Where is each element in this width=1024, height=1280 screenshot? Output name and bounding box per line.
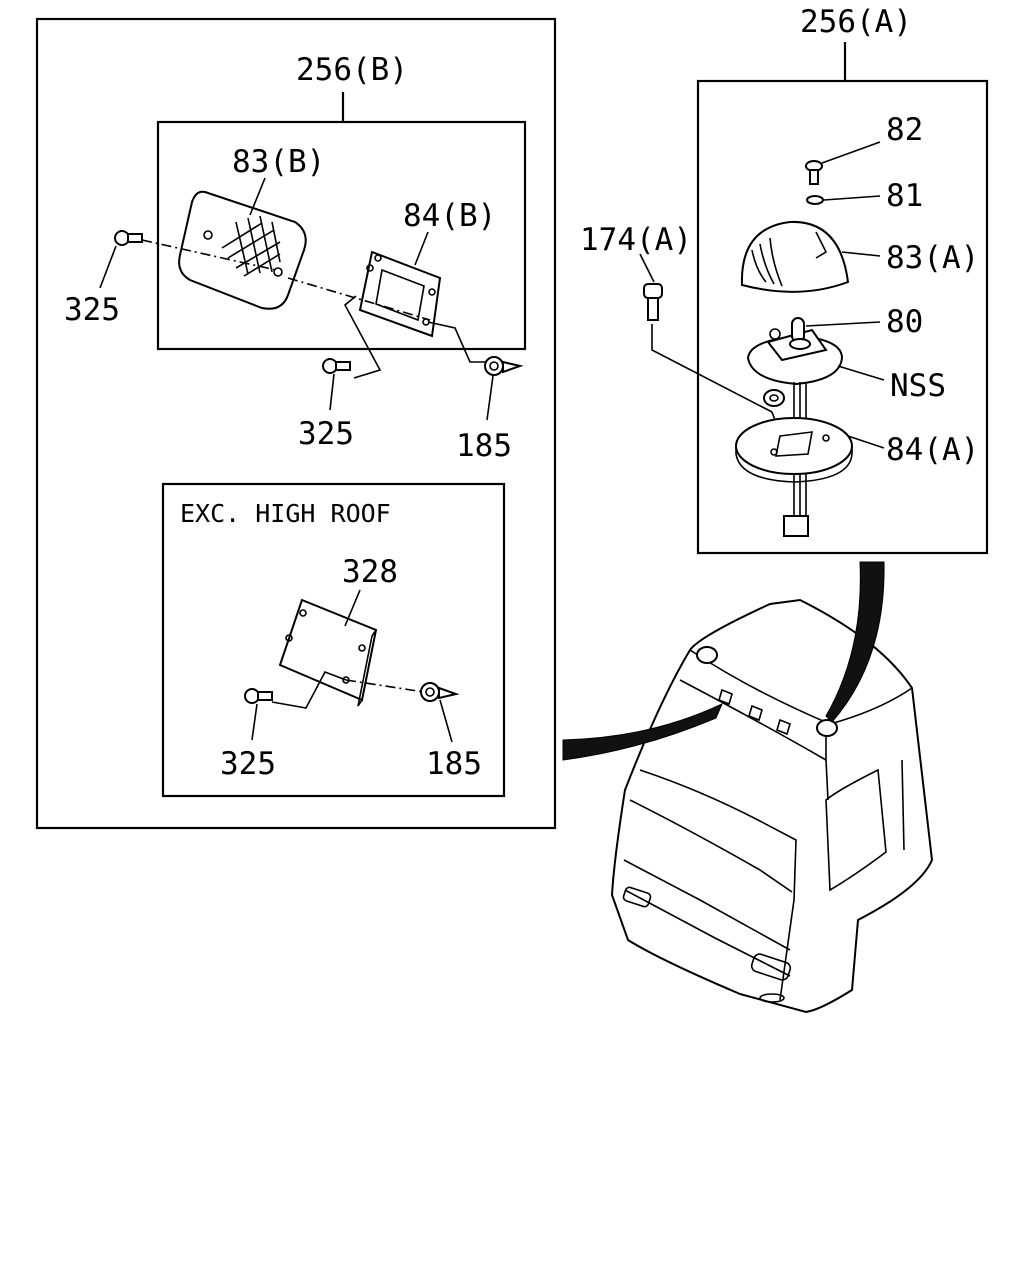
screw-325-left — [114, 230, 143, 246]
callout-83b: 83(B) — [232, 144, 325, 180]
callout-328: 328 — [342, 554, 398, 590]
bracket-84b — [358, 250, 442, 338]
leader-83b — [249, 177, 266, 216]
callout-256b: 256(B) — [296, 52, 408, 88]
callout-84b: 84(B) — [403, 198, 496, 234]
leader-81 — [823, 195, 881, 201]
callout-185-top: 185 — [456, 428, 512, 464]
screw-325-mid — [322, 358, 351, 374]
panel-256a-frame — [696, 79, 989, 555]
path-174a — [651, 324, 773, 413]
leader-84b — [414, 231, 429, 266]
truck-cab — [610, 598, 934, 1014]
leader-83a — [841, 251, 881, 257]
clip-185-bottom — [420, 682, 460, 702]
callout-174a: 174(A) — [580, 222, 692, 258]
clip-path-line — [427, 321, 488, 363]
clip-185-top — [484, 356, 524, 376]
leader-nss — [837, 365, 885, 381]
base-84a — [735, 417, 853, 483]
leader-174a — [639, 253, 655, 283]
washer-81 — [806, 195, 824, 205]
callout-325-bottom: 325 — [220, 746, 276, 782]
dashline-lens-bracket — [287, 277, 431, 321]
leader-80 — [805, 321, 881, 327]
screw-325-bottom — [244, 688, 273, 704]
screw-82 — [805, 160, 823, 185]
leader-82 — [821, 141, 881, 164]
inset-title: EXC. HIGH ROOF — [180, 499, 391, 528]
pointer-arc-right — [825, 561, 885, 723]
callout-325-left: 325 — [64, 292, 120, 328]
plate-clip-dashline — [345, 679, 425, 693]
dashline-325-left — [141, 239, 277, 271]
dashline-174a — [771, 411, 781, 435]
leader-325-bottom — [251, 703, 258, 741]
bulb-80 — [789, 317, 811, 350]
lens-83a — [740, 220, 850, 293]
leader-325-left — [99, 245, 117, 289]
leader-325-mid — [329, 373, 335, 411]
leader-185-top — [486, 375, 494, 421]
leader-84a — [847, 435, 885, 449]
callout-83a: 83(A) — [886, 240, 979, 276]
callout-256a: 256(A) — [800, 4, 912, 40]
callout-82: 82 — [886, 112, 923, 148]
callout-84a: 84(A) — [886, 432, 979, 468]
callout-185-bottom: 185 — [426, 746, 482, 782]
wire-connector — [783, 515, 809, 537]
plate-328 — [278, 598, 378, 707]
inset-exc-high-roof — [161, 482, 506, 798]
zigzag-line — [343, 295, 382, 379]
pointer-arc-left — [562, 702, 723, 761]
lens-83b — [178, 190, 307, 310]
leader-185-bottom — [439, 699, 453, 743]
callout-nss: NSS — [890, 368, 946, 404]
screw-174a — [643, 283, 663, 321]
callout-325-mid: 325 — [298, 416, 354, 452]
callout-81: 81 — [886, 178, 923, 214]
panel-256b-frame — [35, 17, 557, 830]
plate-screw-line — [271, 671, 347, 709]
callout-80: 80 — [886, 304, 923, 340]
leader-328 — [344, 589, 361, 627]
lamp-b-frame — [156, 120, 527, 351]
